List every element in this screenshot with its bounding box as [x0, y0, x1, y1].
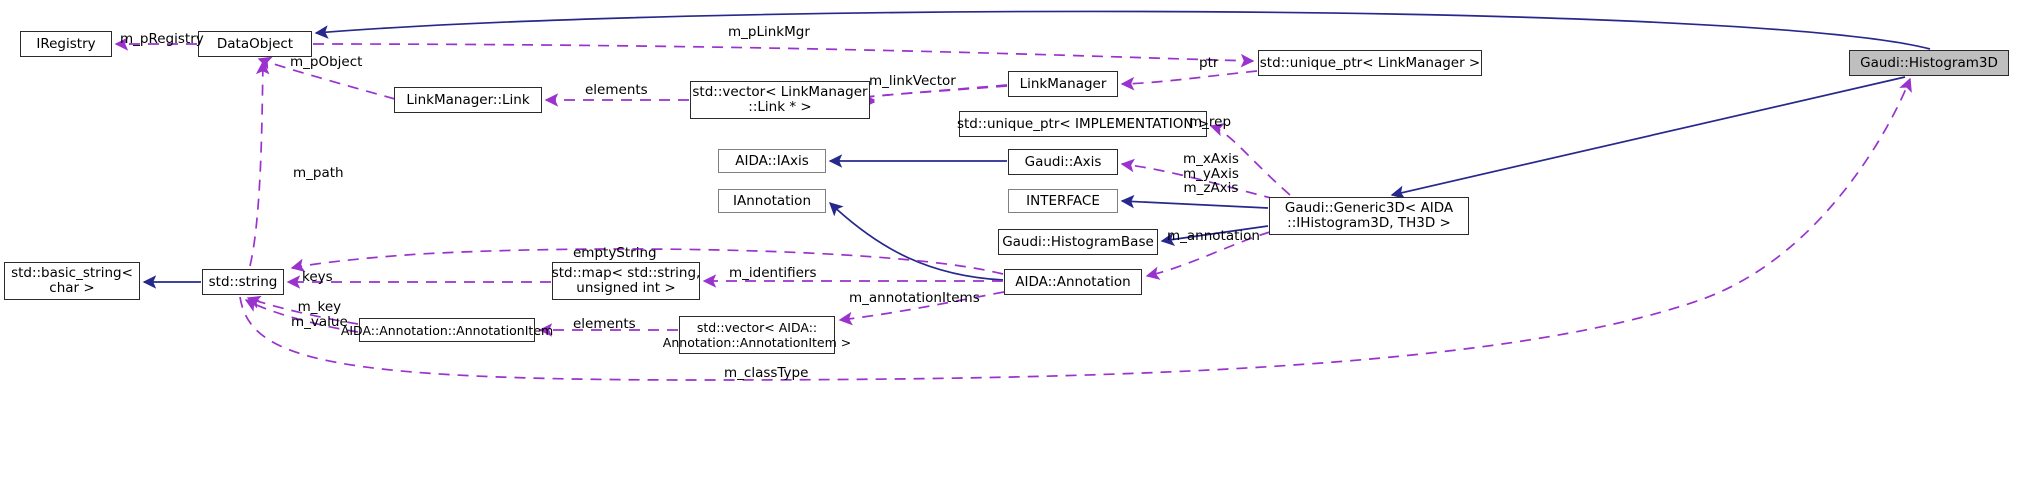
edge-iannotation-annotation: [829, 202, 1004, 281]
edge-label-m-annotation: m_annotation: [1167, 228, 1260, 244]
edge-label-m-key-m-value: m_key m_value: [291, 299, 348, 330]
edge-label-m-identifiers: m_identifiers: [729, 265, 817, 281]
node-aida-iaxis[interactable]: AIDA::IAxis: [718, 149, 826, 173]
edge-histogrambase-generic3d: [1160, 225, 1269, 247]
node-unique-ptr-implementation[interactable]: std::unique_ptr< IMPLEMENTATION >: [957, 111, 1209, 137]
node-unique-ptr-linkmanager[interactable]: std::unique_ptr< LinkManager >: [1258, 50, 1482, 76]
edge-label-m-pobject: m_pObject: [290, 54, 363, 70]
edge-label-m-annotationitems: m_annotationItems: [849, 290, 980, 306]
node-dataobject[interactable]: DataObject: [198, 31, 312, 57]
node-gaudi-axis[interactable]: Gaudi::Axis: [1008, 149, 1118, 175]
edge-label-keys: keys: [302, 269, 333, 285]
node-linkmanager-link[interactable]: LinkManager::Link: [394, 87, 542, 113]
edge-label-ptr: ptr: [1199, 55, 1219, 71]
edge-stdstring-histogram3d-classtype: [239, 77, 1912, 381]
node-std-basic-string[interactable]: std::basic_string< char >: [4, 262, 140, 300]
node-gaudi-histogrambase[interactable]: Gaudi::HistogramBase: [998, 229, 1158, 255]
edge-link-dataobject: [257, 56, 396, 100]
edge-generic3d-histogram3d: [1390, 76, 1906, 199]
edge-label-elements-annotation: elements: [573, 316, 636, 332]
node-gaudi-histogram3d[interactable]: Gaudi::Histogram3D: [1849, 50, 2009, 76]
edge-label-m-path: m_path: [293, 165, 344, 181]
edge-label-m-classtype: m_classType: [724, 365, 809, 381]
edge-stdstring-annotationitem-value: [244, 299, 359, 333]
node-iannotation[interactable]: IAnnotation: [718, 189, 826, 213]
node-iregistry[interactable]: IRegistry: [20, 31, 112, 57]
node-linkmanager[interactable]: LinkManager: [1008, 71, 1118, 97]
edge-dataobject-histogram3d: [314, 10, 1931, 50]
edge-linkmanager-ptr: [1120, 70, 1258, 91]
edge-stdstring-annotation: [290, 248, 1004, 275]
edge-annotation-generic3d: [1145, 231, 1271, 280]
edge-label-elements-link: elements: [585, 82, 648, 98]
node-interface[interactable]: INTERFACE: [1008, 189, 1118, 213]
edge-uniqueptrimpl-generic3d: [1209, 123, 1291, 196]
edge-label-m-plinkmgr: m_pLinkMgr: [728, 24, 810, 40]
edge-gaudiaxis-generic3d: [1120, 158, 1276, 200]
edge-interface-generic3d: [1120, 194, 1269, 209]
node-std-map[interactable]: std::map< std::string, unsigned int >: [552, 262, 700, 300]
edge-vectorannitem-annotation: [838, 291, 1005, 326]
edge-dataobject-uniqueptrlinkmgr: [312, 43, 1255, 68]
node-std-string[interactable]: std::string: [202, 269, 284, 295]
edge-label-emptystring: emptyString: [573, 245, 657, 261]
node-vector-annotation-item[interactable]: std::vector< AIDA:: Annotation::Annotati…: [663, 316, 851, 354]
node-gaudi-generic3d[interactable]: Gaudi::Generic3D< AIDA ::IHistogram3D, T…: [1269, 197, 1469, 235]
edge-stdstring-dataobject-mpath: [249, 60, 270, 267]
node-aida-annotation[interactable]: AIDA::Annotation: [1004, 269, 1142, 295]
inheritance-edges: [142, 10, 1931, 289]
node-vector-linkmanager-link[interactable]: std::vector< LinkManager ::Link * >: [690, 81, 870, 119]
edge-label-m-rep: m_rep: [1189, 114, 1232, 130]
edge-label-m-pregistry: m_pRegistry: [120, 31, 204, 47]
edge-label-m-linkvector: m_linkVector: [869, 73, 956, 89]
node-annotation-item[interactable]: AIDA::Annotation::AnnotationItem: [341, 318, 553, 342]
edge-label-axes: m_xAxis m_yAxis m_zAxis: [1183, 151, 1239, 196]
